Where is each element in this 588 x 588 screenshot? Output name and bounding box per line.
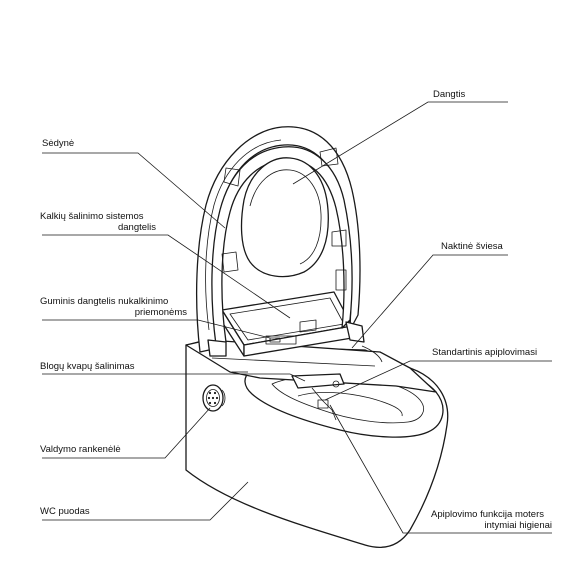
control-knob-icon (202, 384, 226, 412)
label-blogu: Blogų kvapų šalinimas (40, 361, 135, 372)
leader-standartinis (324, 360, 552, 401)
label-apiplovimo-line2: intymiai higienai (484, 520, 552, 531)
label-valdymo: Valdymo rankenėlė (40, 444, 121, 455)
label-standartinis: Standartinis apiplovimasi (432, 347, 537, 358)
descaling-cover-tray (221, 291, 353, 357)
label-kalkiu-line1: Kalkių šalinimo sistemos (40, 211, 144, 222)
label-kalkiu-line2: dangtelis (118, 222, 156, 233)
leader-sedyne (42, 152, 226, 229)
leader-valdymo (42, 407, 211, 459)
label-naktine: Naktinė šviesa (441, 241, 503, 252)
label-dangtis: Dangtis (433, 89, 465, 100)
leader-guminis (42, 319, 271, 339)
label-guminis-line1: Guminis dangtelis nukalkinimo (40, 296, 168, 307)
leader-naktine (351, 254, 508, 349)
bidet-nozzle (291, 373, 345, 421)
label-guminis-line2: priemonėms (135, 307, 188, 318)
leader-dangtis (292, 101, 508, 185)
labels: Dangtis Sėdynė Kalkių šalinimo sistemos … (40, 89, 552, 531)
label-wc: WC puodas (40, 506, 90, 517)
leader-lines (42, 101, 552, 534)
label-apiplovimo-line1: Apiplovimo funkcija moters (431, 509, 544, 520)
leader-apiplovimo (329, 404, 552, 534)
leader-kalkiu (42, 234, 291, 319)
hinge (207, 321, 383, 363)
leader-wc (42, 481, 249, 521)
toilet-illustration (185, 126, 449, 548)
leader-blogu (42, 373, 306, 382)
label-sedyne: Sėdynė (42, 138, 74, 149)
